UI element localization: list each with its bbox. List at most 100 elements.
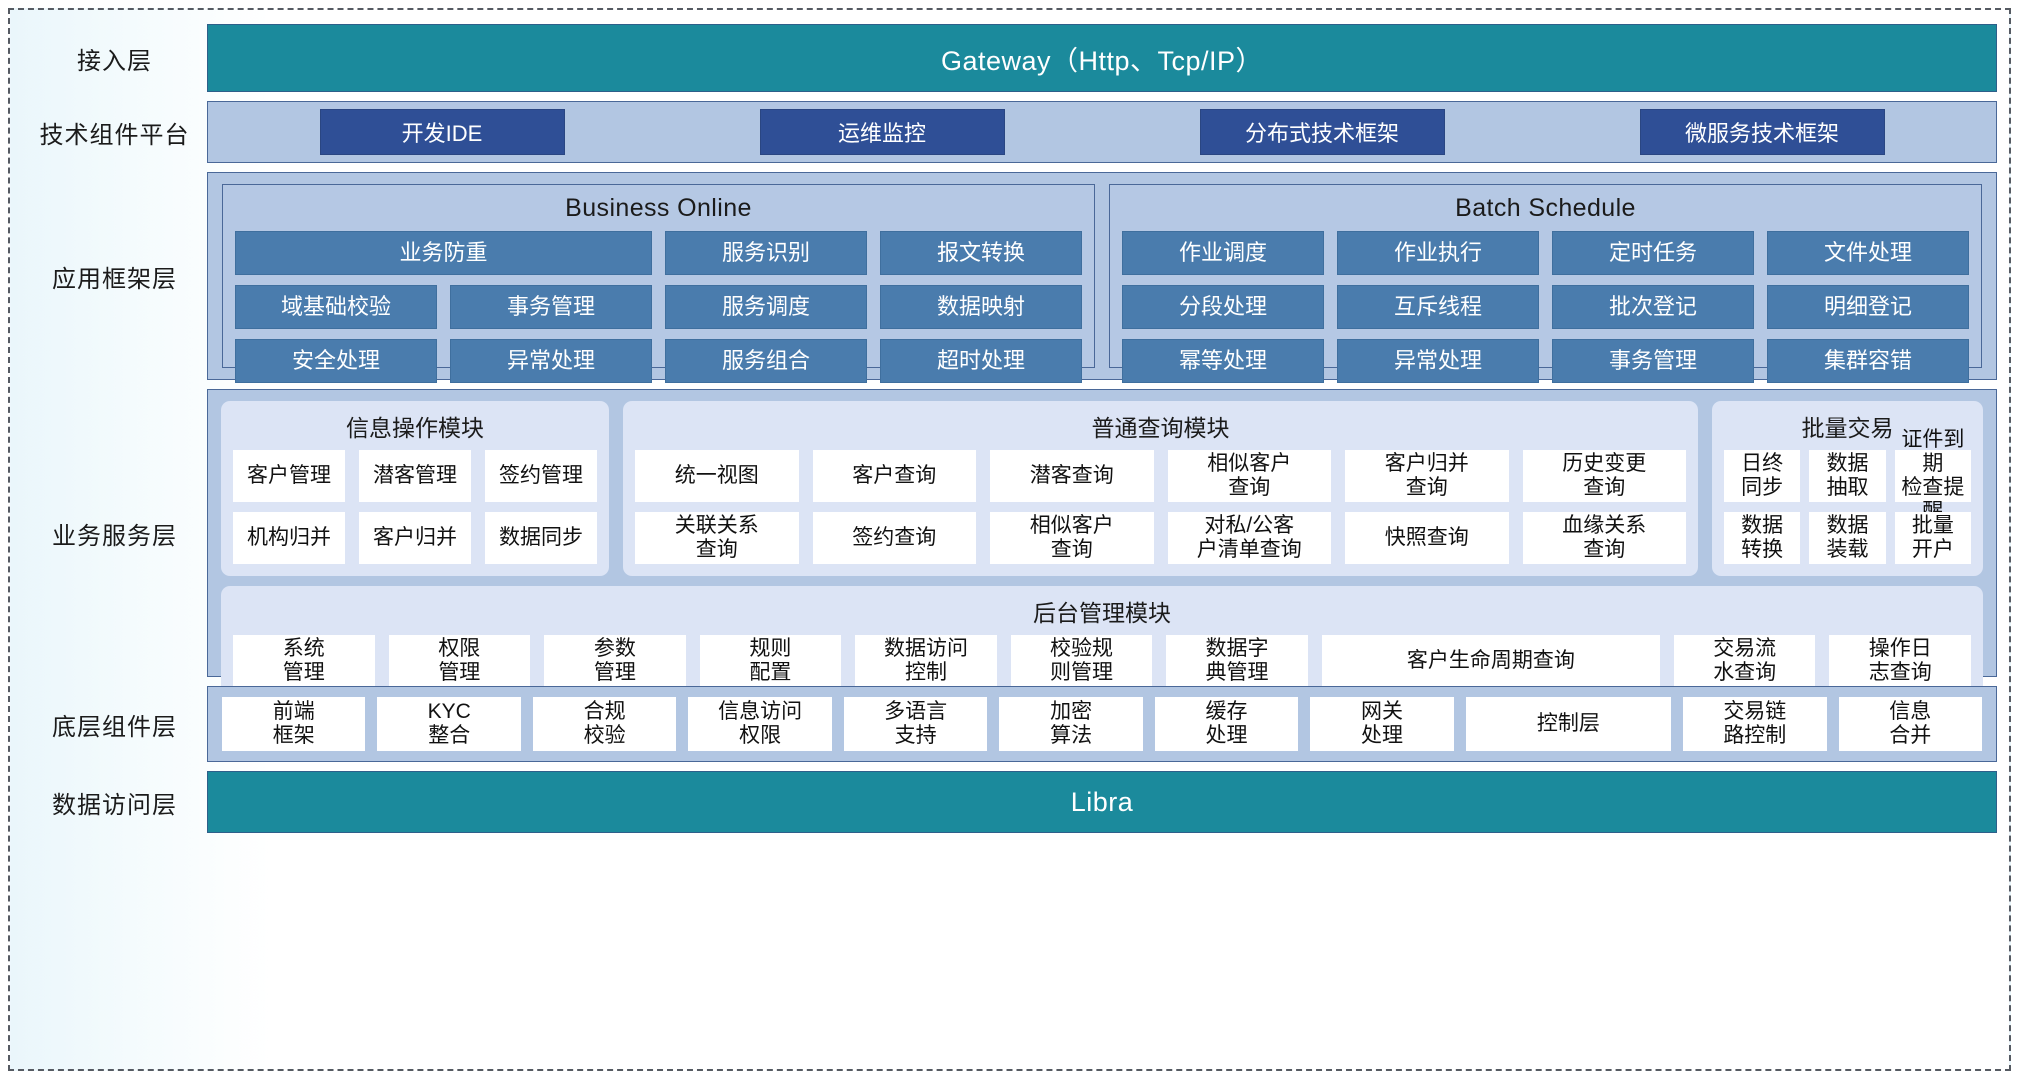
- common-query-grid: 统一视图 客户查询 潜客查询 相似客户查询 客户归并查询 历史变更查询 关联关系…: [635, 450, 1686, 564]
- appfw-chip[interactable]: 事务管理: [450, 285, 652, 329]
- appfw-chip[interactable]: 作业调度: [1122, 231, 1324, 275]
- appfw-chip[interactable]: 域基础校验: [235, 285, 437, 329]
- appfw-chip[interactable]: 互斥线程: [1337, 285, 1539, 329]
- service-chip[interactable]: 相似客户查询: [1167, 450, 1331, 502]
- appfw-chip[interactable]: 超时处理: [880, 339, 1082, 383]
- service-chip[interactable]: 数据抽取: [1809, 450, 1886, 502]
- appfw-chip[interactable]: 安全处理: [235, 339, 437, 383]
- tech-chip-microservice-framework[interactable]: 微服务技术框架: [1639, 109, 1885, 155]
- service-chip[interactable]: 机构归并: [233, 512, 345, 564]
- service-chip[interactable]: 数据同步: [485, 512, 597, 564]
- service-chip[interactable]: 客户查询: [812, 450, 976, 502]
- appfw-chip[interactable]: 服务识别: [665, 231, 867, 275]
- info-operations-grid: 客户管理 潜客管理 签约管理 机构归并 客户归并 数据同步: [233, 450, 597, 564]
- business-service-top-row: 信息操作模块 客户管理 潜客管理 签约管理 机构归并 客户归并 数据同步: [221, 401, 1983, 576]
- component-chip[interactable]: 控制层: [1465, 697, 1672, 751]
- group-title-batch-schedule: Batch Schedule: [1455, 194, 1636, 222]
- app-framework-panel: Business Online 业务防重 服务识别 报文转换 域基础校验 事务管…: [207, 172, 1997, 383]
- component-chip[interactable]: 缓存处理: [1154, 697, 1299, 751]
- service-chip[interactable]: 参数管理: [544, 635, 686, 687]
- layer-rows: 接入层 Gateway（Http、Tcp/IP） 技术组件平台 开发IDE 运维…: [10, 10, 2009, 1069]
- libra-bar[interactable]: Libra: [207, 771, 1997, 833]
- appfw-chip[interactable]: 分段处理: [1122, 285, 1324, 329]
- service-chip[interactable]: 历史变更查询: [1522, 450, 1686, 502]
- component-chip[interactable]: 信息访问权限: [688, 697, 832, 751]
- service-chip[interactable]: 交易流水查询: [1673, 635, 1816, 687]
- tech-chip-ide[interactable]: 开发IDE: [319, 109, 565, 155]
- appfw-chip[interactable]: 报文转换: [880, 231, 1082, 275]
- appfw-chip[interactable]: 数据映射: [880, 285, 1082, 329]
- tech-chip-ops-monitor[interactable]: 运维监控: [759, 109, 1005, 155]
- appfw-chip[interactable]: 作业执行: [1337, 231, 1539, 275]
- service-chip[interactable]: 快照查询: [1345, 512, 1509, 564]
- service-chip[interactable]: 关联关系查询: [635, 512, 799, 564]
- component-chip[interactable]: 网关处理: [1310, 697, 1454, 751]
- service-chip[interactable]: 数据字典管理: [1166, 635, 1308, 687]
- service-chip[interactable]: 客户归并查询: [1345, 450, 1509, 502]
- appfw-chip[interactable]: 定时任务: [1552, 231, 1754, 275]
- service-chip[interactable]: 客户归并: [359, 512, 471, 564]
- tech-platform-body: 开发IDE 运维监控 分布式技术框架 微服务技术框架: [207, 101, 1997, 163]
- app-framework-body: Business Online 业务防重 服务识别 报文转换 域基础校验 事务管…: [207, 172, 1997, 383]
- service-chip[interactable]: 证件到期检查提醒: [1894, 428, 1971, 523]
- layer-label-data: 数据访问层: [52, 791, 177, 819]
- service-chip[interactable]: 数据装载: [1809, 512, 1886, 564]
- service-chip[interactable]: 数据转换: [1724, 512, 1801, 564]
- service-chip[interactable]: 血缘关系查询: [1522, 512, 1686, 564]
- service-chip[interactable]: 规则配置: [699, 635, 842, 687]
- service-chip[interactable]: 系统管理: [233, 635, 375, 687]
- appfw-chip[interactable]: 事务管理: [1552, 339, 1754, 383]
- appfw-chip[interactable]: 服务调度: [665, 285, 867, 329]
- component-chip[interactable]: 加密算法: [999, 697, 1143, 751]
- component-chip[interactable]: 多语言支持: [843, 697, 988, 751]
- service-chip[interactable]: 潜客管理: [359, 450, 471, 502]
- component-chip[interactable]: 信息合并: [1838, 697, 1983, 751]
- appfw-chip[interactable]: 服务组合: [665, 339, 867, 383]
- module-title-admin-management: 后台管理模块: [1033, 600, 1171, 626]
- component-chip[interactable]: 前端框架: [222, 697, 366, 751]
- service-chip[interactable]: 签约查询: [812, 512, 976, 564]
- module-title-common-query: 普通查询模块: [1091, 415, 1230, 441]
- batch-schedule-grid: 作业调度 作业执行 定时任务 文件处理 分段处理 互斥线程 批次登记 明细登记 …: [1122, 231, 1969, 383]
- service-chip[interactable]: 批量开户: [1894, 512, 1971, 564]
- layer-label-components: 底层组件层: [52, 713, 177, 741]
- group-business-online: Business Online 业务防重 服务识别 报文转换 域基础校验 事务管…: [222, 184, 1095, 383]
- service-chip[interactable]: 客户管理: [233, 450, 345, 502]
- data-access-layer-body: Libra: [207, 771, 1997, 833]
- row-tech-platform: 技术组件平台 开发IDE 运维监控 分布式技术框架 微服务技术框架: [22, 101, 1997, 163]
- service-chip[interactable]: 日终同步: [1724, 450, 1801, 502]
- module-info-operations: 信息操作模块 客户管理 潜客管理 签约管理 机构归并 客户归并 数据同步: [221, 401, 609, 576]
- service-chip[interactable]: 对私/公客户清单查询: [1167, 512, 1331, 564]
- module-title-info-operations: 信息操作模块: [346, 415, 484, 441]
- layer-label-business: 业务服务层: [52, 522, 177, 550]
- module-admin-management: 后台管理模块 系统管理 权限管理 参数管理 规则配置 数据访问控制 校验规则管理…: [221, 586, 1983, 699]
- component-chip[interactable]: 合规校验: [532, 697, 677, 751]
- service-chip[interactable]: 数据访问控制: [855, 635, 997, 687]
- appfw-chip[interactable]: 集群容错: [1767, 339, 1969, 383]
- group-batch-schedule: Batch Schedule 作业调度 作业执行 定时任务 文件处理 分段处理 …: [1109, 184, 1982, 383]
- appfw-chip[interactable]: 文件处理: [1767, 231, 1969, 275]
- module-title-batch-transaction: 批量交易: [1801, 415, 1894, 441]
- appfw-chip[interactable]: 明细登记: [1767, 285, 1969, 329]
- service-chip[interactable]: 统一视图: [635, 450, 799, 502]
- service-chip[interactable]: 签约管理: [485, 450, 597, 502]
- appfw-chip[interactable]: 异常处理: [1337, 339, 1539, 383]
- service-chip[interactable]: 相似客户查询: [990, 512, 1154, 564]
- component-chip[interactable]: 交易链路控制: [1683, 697, 1827, 751]
- service-chip[interactable]: 潜客查询: [990, 450, 1154, 502]
- service-chip[interactable]: 操作日志查询: [1829, 635, 1972, 687]
- admin-management-grid: 系统管理 权限管理 参数管理 规则配置 数据访问控制 校验规则管理 数据字典管理…: [233, 635, 1972, 687]
- access-layer-body: Gateway（Http、Tcp/IP）: [207, 24, 1997, 92]
- service-chip[interactable]: 校验规则管理: [1010, 635, 1153, 687]
- service-chip[interactable]: 客户生命周期查询: [1321, 635, 1660, 687]
- business-service-body: 信息操作模块 客户管理 潜客管理 签约管理 机构归并 客户归并 数据同步: [207, 389, 1997, 699]
- appfw-chip[interactable]: 异常处理: [450, 339, 652, 383]
- tech-chip-distributed-framework[interactable]: 分布式技术框架: [1199, 109, 1445, 155]
- gateway-bar[interactable]: Gateway（Http、Tcp/IP）: [207, 24, 1997, 92]
- service-chip[interactable]: 权限管理: [388, 635, 531, 687]
- appfw-chip[interactable]: 业务防重: [235, 231, 652, 275]
- appfw-chip[interactable]: 幂等处理: [1122, 339, 1324, 383]
- appfw-chip[interactable]: 批次登记: [1552, 285, 1754, 329]
